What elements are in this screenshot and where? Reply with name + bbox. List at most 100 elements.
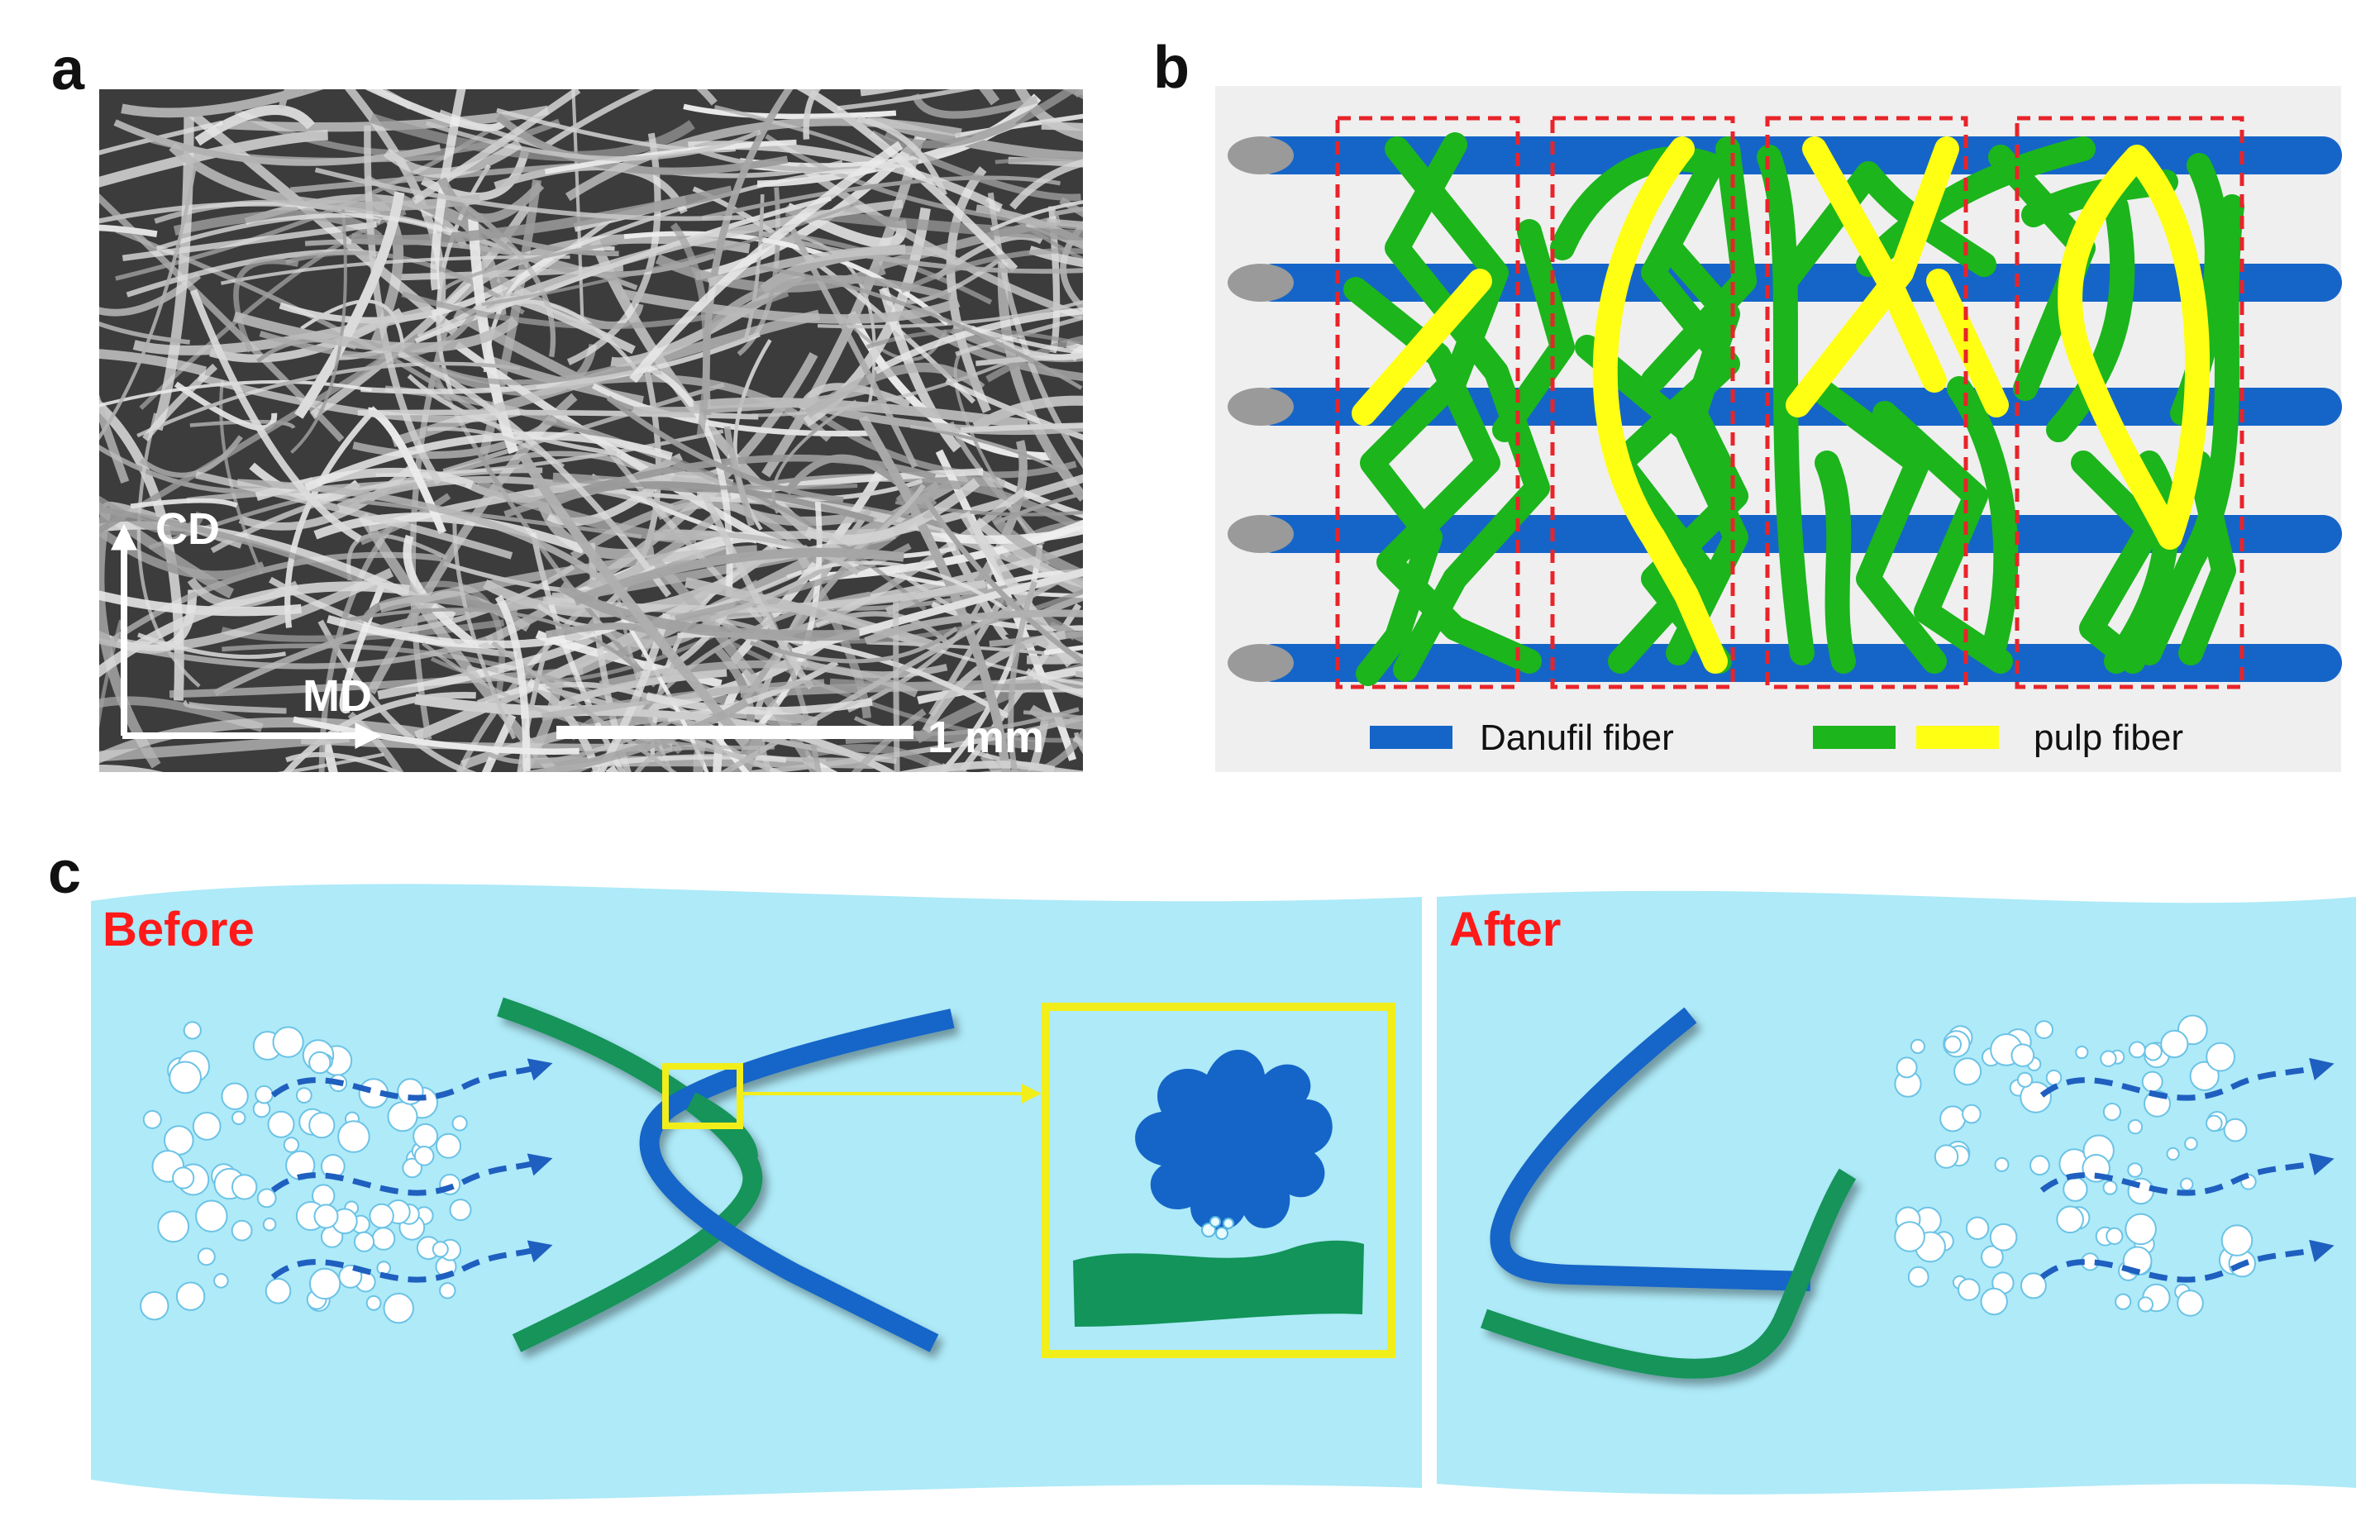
sem-fiber <box>960 422 1083 433</box>
sem-fiber <box>155 212 452 251</box>
bubble <box>255 1085 274 1104</box>
sem-fiber <box>993 491 1083 526</box>
pulp-fiber <box>1757 145 1815 665</box>
sem-fiber <box>285 250 525 315</box>
sem-fiber <box>765 134 1083 231</box>
sem-fiber <box>870 130 1081 201</box>
pulp-fiber <box>1786 136 1959 417</box>
sem-fiber <box>803 402 1077 479</box>
sem-fiber <box>759 265 1083 390</box>
sem-fiber <box>293 716 579 755</box>
sem-fiber <box>565 117 962 202</box>
bubble <box>221 1082 249 1110</box>
pulp-fiber <box>2104 451 2179 674</box>
pulp-fiber <box>1856 136 2096 277</box>
sem-fiber <box>544 419 927 612</box>
sem-fiber <box>398 350 672 598</box>
sem-fiber <box>99 732 350 762</box>
sem-fiber <box>547 168 875 260</box>
sem-fiber <box>0 194 98 365</box>
sem-fiber <box>701 785 955 805</box>
sem-fiber <box>139 435 243 478</box>
sem-fiber <box>99 696 264 732</box>
sem-fiber <box>379 545 758 613</box>
bubble <box>337 1120 370 1153</box>
sem-fiber <box>856 116 947 197</box>
sem-fiber <box>826 24 956 60</box>
pulp-fiber <box>1926 269 2009 417</box>
bubble <box>1939 1105 1967 1132</box>
unit-frame <box>1335 116 1520 689</box>
bubble <box>2045 1069 2063 1086</box>
sem-fiber <box>169 142 481 212</box>
bubble <box>2020 1081 2052 1113</box>
sem-fiber <box>1068 344 1083 362</box>
sem-fiber <box>300 299 405 348</box>
bubble <box>2075 1045 2089 1060</box>
bubble <box>439 1282 456 1299</box>
blue-fiber <box>639 1008 955 1352</box>
pulp-fiber-cross-section <box>1073 1240 1364 1327</box>
bubble <box>2223 1118 2248 1142</box>
sem-fiber <box>1043 645 1083 656</box>
sem-fiber <box>919 493 1083 665</box>
bubble <box>283 1137 300 1153</box>
sem-fiber <box>1029 792 1401 903</box>
bubble <box>267 1110 295 1138</box>
unit-frame <box>1550 116 1735 689</box>
panel-b: b <box>1153 35 2342 772</box>
sem-fiber <box>452 522 517 740</box>
sem-fiber <box>130 498 238 509</box>
sem-fiber <box>707 246 952 287</box>
sem-fiber <box>566 132 661 365</box>
pulp-fiber <box>1592 136 1728 674</box>
bubble <box>313 1204 339 1229</box>
sem-fiber <box>955 315 1083 356</box>
sem-fiber <box>0 526 50 822</box>
sem-fiber <box>972 395 1083 432</box>
bubble <box>2102 1180 2118 1195</box>
sem-fiber <box>474 199 904 315</box>
sem-fiber <box>152 117 194 431</box>
sem-fiber <box>1028 246 1083 268</box>
sem-fiber <box>174 381 278 431</box>
bubble <box>1981 1245 2004 1269</box>
bubble <box>2127 1118 2144 1135</box>
bubble <box>231 1110 246 1126</box>
sem-fiber <box>99 166 197 441</box>
bubble <box>1934 1144 1959 1169</box>
sem-fiber <box>893 593 900 772</box>
unit-frame <box>2015 116 2244 689</box>
bubble <box>2063 1176 2088 1202</box>
sem-fiber <box>468 218 519 455</box>
bubble <box>183 1021 202 1040</box>
sem-fiber <box>277 752 384 772</box>
md-axis-label: MD <box>303 671 372 721</box>
sem-fiber <box>804 362 985 418</box>
bubble <box>2115 1293 2132 1310</box>
sem-fiber <box>840 21 1200 50</box>
green-fiber <box>686 1092 758 1159</box>
sem-fiber <box>541 679 825 722</box>
bubble <box>2177 1290 2204 1317</box>
pulp-fiber <box>1356 136 1509 686</box>
panel-b-letter: b <box>1153 35 1190 101</box>
water-droplet <box>1209 1216 1221 1228</box>
sem-fiber <box>517 631 553 772</box>
bubble <box>2206 1114 2223 1132</box>
sem-fiber <box>0 98 79 336</box>
sem-fiber <box>1023 710 1083 720</box>
pulp-fibers-yellow <box>1352 136 2211 674</box>
sem-fiber <box>610 269 807 367</box>
sem-fiber <box>1089 90 1166 184</box>
green-fiber <box>497 997 763 1352</box>
bubble <box>2016 1071 2034 1088</box>
sem-fiber <box>941 763 961 772</box>
bubble <box>2034 1020 2054 1039</box>
bubble <box>1965 1216 1990 1241</box>
bubble <box>2029 1155 2050 1176</box>
sem-fiber <box>760 775 866 805</box>
bubble <box>1910 1038 1925 1055</box>
sem-fiber <box>709 484 926 622</box>
bond-highlight-box <box>662 1063 743 1129</box>
